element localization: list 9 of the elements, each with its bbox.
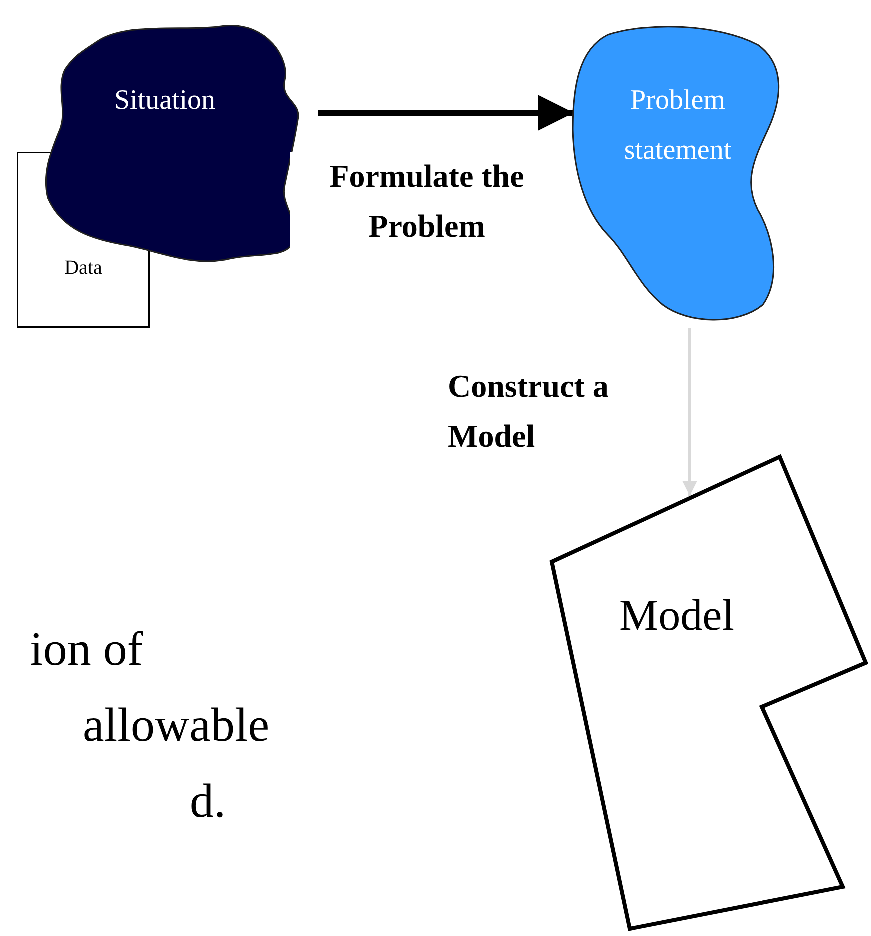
text-fragment: allowable <box>83 698 270 753</box>
node-label: Situation <box>113 84 217 118</box>
arrow <box>318 95 574 131</box>
text-fragment: ion of <box>30 622 144 677</box>
node-label: Model <box>618 590 736 642</box>
node-label: Data <box>64 256 104 280</box>
node-label: Problem statement <box>623 84 733 168</box>
arrow <box>682 328 698 496</box>
text-fragment: d. <box>190 774 226 829</box>
